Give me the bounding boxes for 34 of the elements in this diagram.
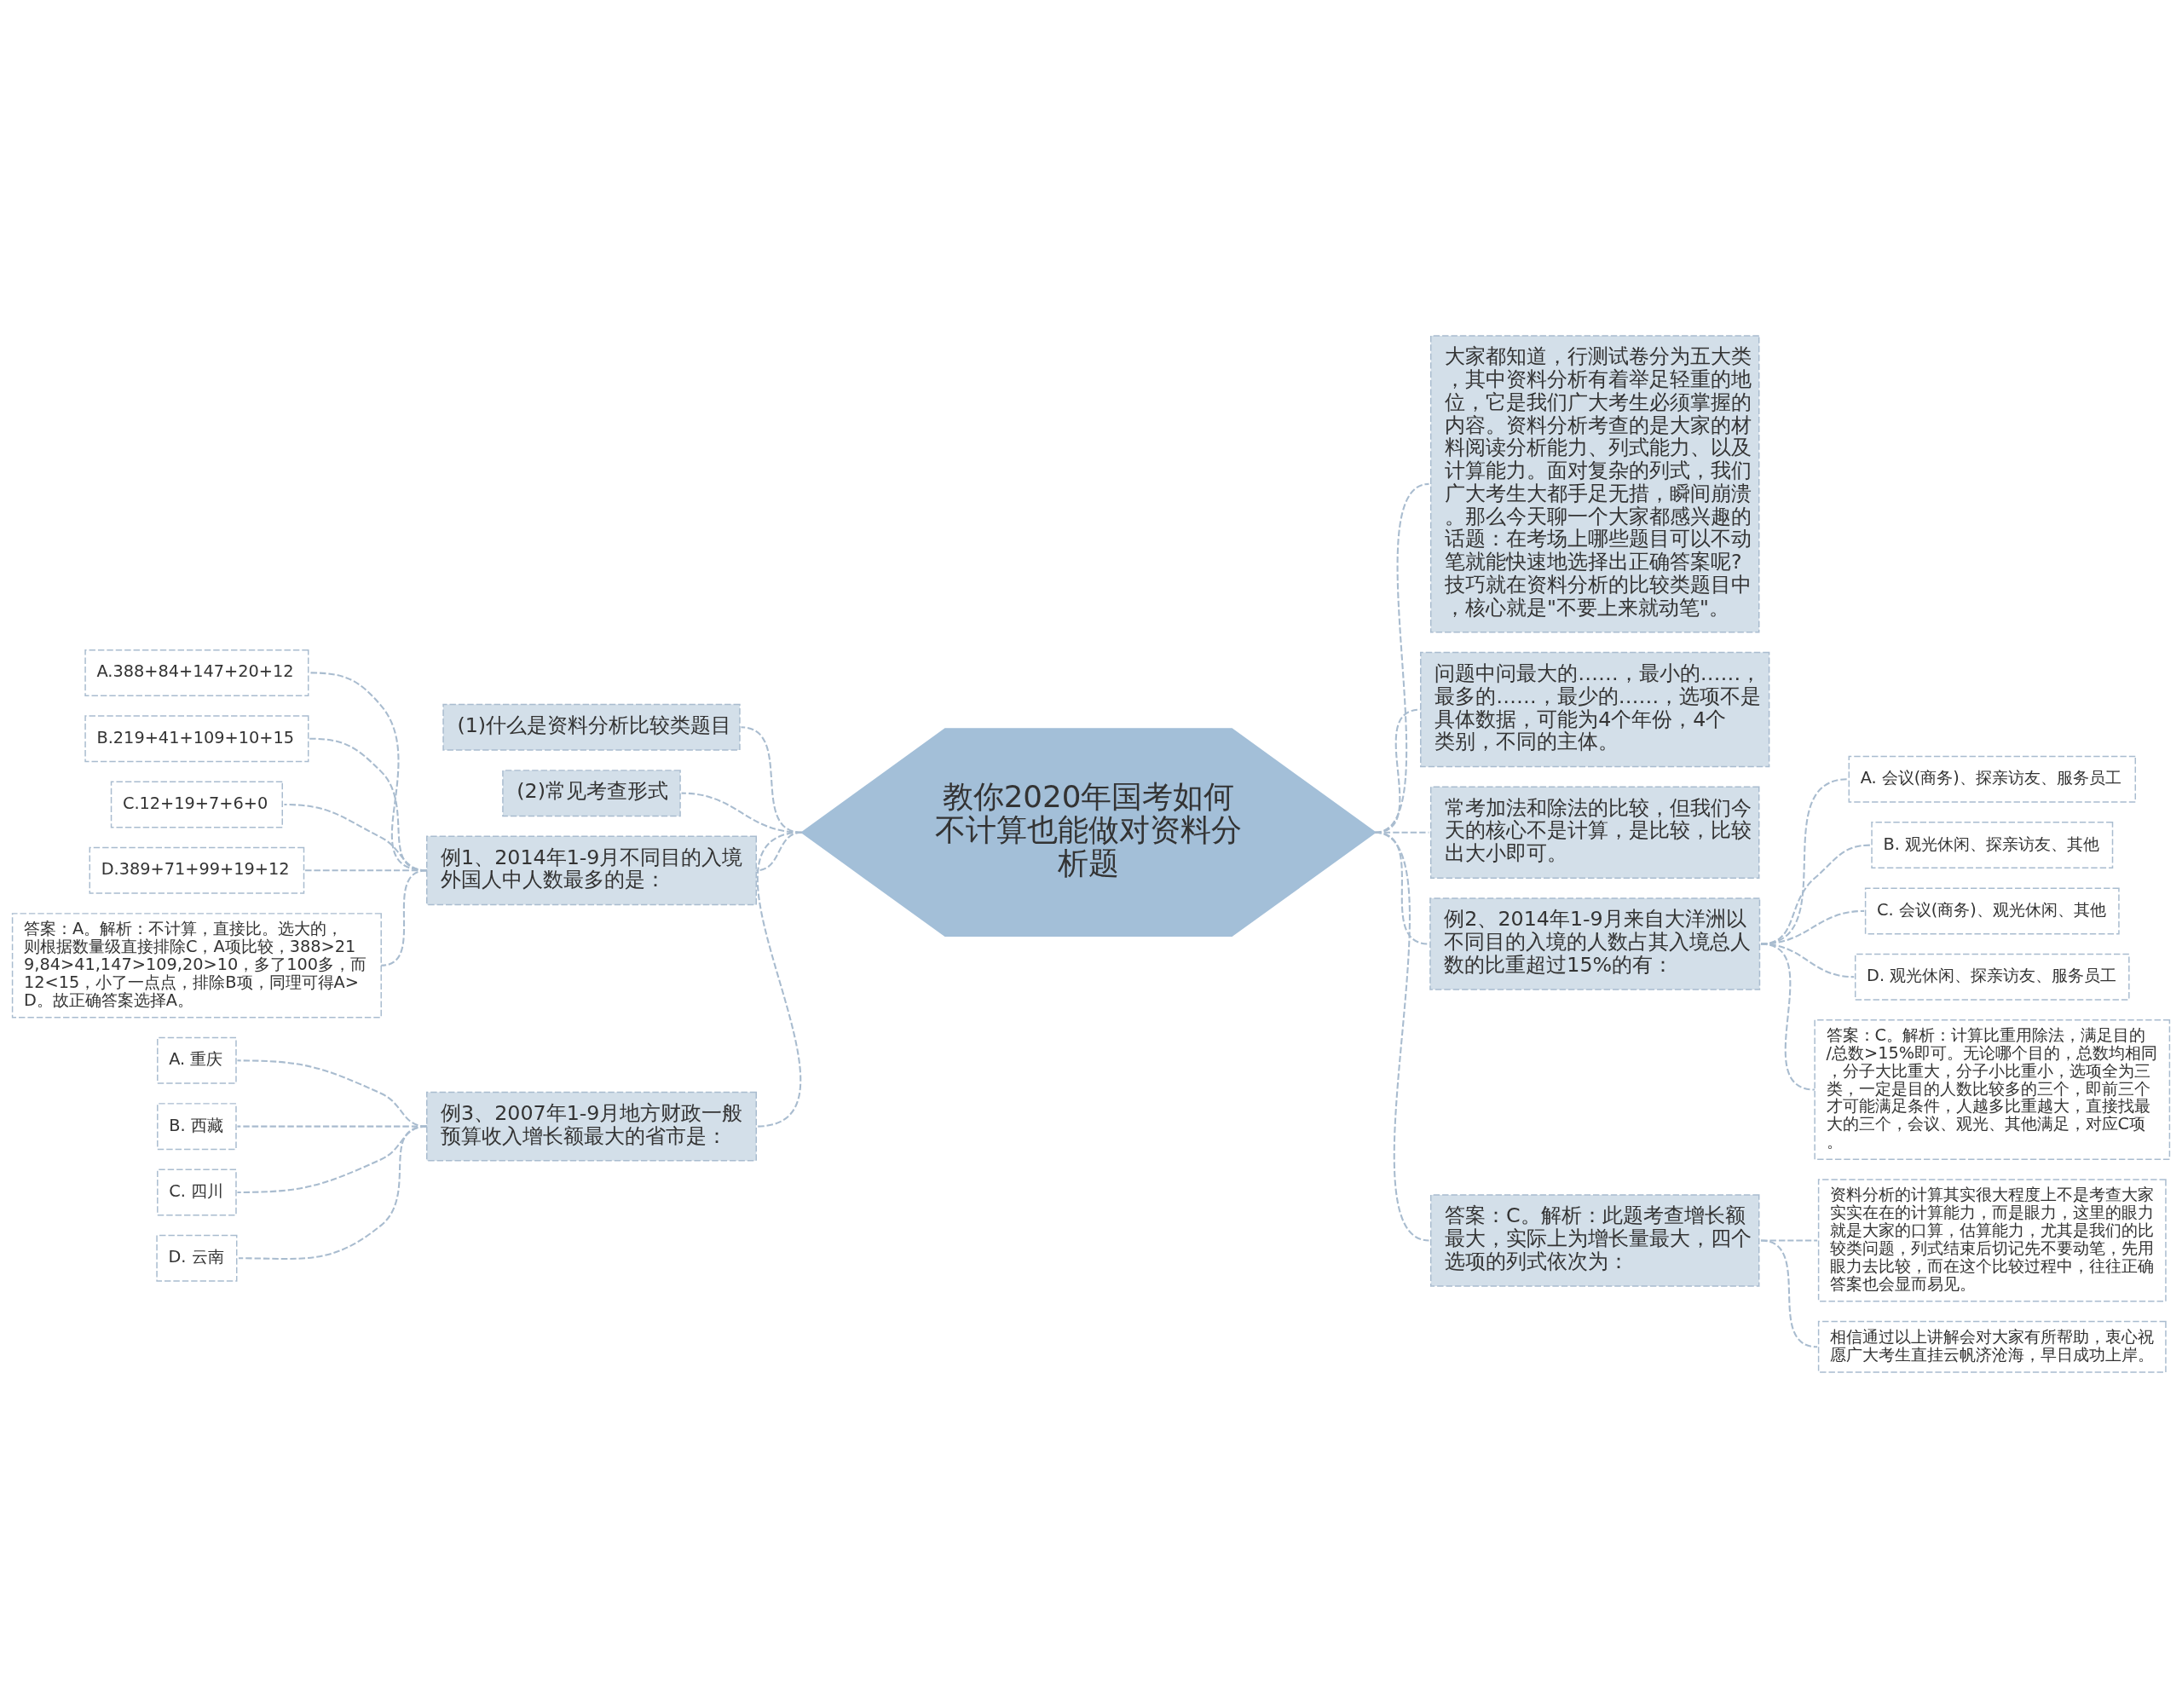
node-box: D.389+71+99+19+12 [89, 846, 305, 894]
node-box: 答案：C。解析：此题考查增长额最大，实际上为增长量最大，四个选项的列式依次为： [1429, 1194, 1760, 1287]
node-box: A. 重庆 [157, 1036, 237, 1084]
node-box: C. 会议(商务)、观光休闲、其他 [1864, 887, 2120, 935]
node-box: A. 会议(商务)、探亲访友、服务员工 [1848, 755, 2137, 803]
connector [1374, 831, 1429, 1242]
connector [1760, 943, 1815, 1091]
node-box: B.219+41+109+10+15 [84, 715, 309, 763]
node-box: B. 西藏 [157, 1103, 237, 1151]
node-box: D. 观光休闲、探亲访友、服务员工 [1854, 953, 2130, 1001]
node-box: 问题中问最大的……，最小的……，最多的……，最少的……，选项不是具体数据，可能为4个年份，4个类别，不同的主体。 [1420, 651, 1770, 768]
connector [1760, 909, 1865, 945]
node-box: 相信通过以上讲解会对大家有所帮助，衷心祝愿广大考生直挂云帆济沧海，早日成功上岸。 [1817, 1320, 2167, 1373]
connector [1760, 1239, 1818, 1348]
node-box: (1)什么是资料分析比较类题目 [442, 703, 741, 751]
connector [238, 1125, 427, 1260]
node-box: D. 云南 [156, 1234, 238, 1282]
node-box: B. 观光休闲、探亲访友、其他 [1871, 822, 2114, 869]
node-box: 答案：A。解析：不计算，直接比。选大的，则根据数量级直接排除C，A项比较，388>219,84>41,147>109,20>10，多了100多，而12<15，小了一点点，排除B项，同理可得A>D。故正确答案选择A。 [11, 913, 382, 1018]
connector [1760, 844, 1871, 945]
connector [381, 869, 427, 967]
node-box: 大家都知道，行测试卷分为五大类，其中资料分析有着举足轻重的地位，它是我们广大考生必须掌握的内容。资料分析考查的是大家的材料阅读分析能力、列式能力、以及计算能力。面对复杂的列式，我们广大考生大都手足无措，瞬间崩溃。那么今天聊一个大家都感兴趣的话题：在考场上哪些题目可以不动笔就能快速地选择出正确答案呢?技巧就在资料分析的比较类题目中，核心就是"不要上来就动笔"。 [1429, 335, 1760, 633]
node-box: 例3、2007年1-9月地方财政一般预算收入增长额最大的省市是： [426, 1091, 757, 1162]
node-box: 例2、2014年1-9月来自大洋洲以不同目的入境的人数占其入境总人数的比重超过15%的有： [1429, 897, 1761, 990]
node-box: C. 四川 [157, 1168, 237, 1216]
node-box: 常考加法和除法的比较，但我们今天的核心不是计算，是比较，比较出大小即可。 [1429, 786, 1760, 879]
node-box: 资料分析的计算其实很大程度上不是考查大家实实在在的计算能力，而是眼力，这里的眼力就是大家的口算，估算能力，尤其是我们的比较类问题，列式结束后切记先不要动笔，先用眼力去比较，而在这个比较过程中，往往正确答案也会显而易见。 [1817, 1179, 2167, 1302]
node-box: C.12+19+7+6+0 [110, 781, 283, 828]
connector [756, 831, 802, 1128]
node-box: (2)常见考查形式 [502, 770, 681, 817]
node-box: A.388+84+147+20+12 [84, 649, 309, 696]
node-box: 例1、2014年1-9月不同目的入境外国人中人数最多的是： [426, 835, 757, 906]
connector [237, 1059, 427, 1128]
node-box: 答案：C。解析：计算比重用除法，满足目的/总数>15%即可。无论哪个目的，总数均相同，分子大比重大，分子小比重小，选项全为三类，一定是目的人数比较多的三个，即前三个才可能满足条件，人越多比重越大，直接找最大的三个，会议、观光、其他满足，对应C项。 [1814, 1019, 2171, 1161]
